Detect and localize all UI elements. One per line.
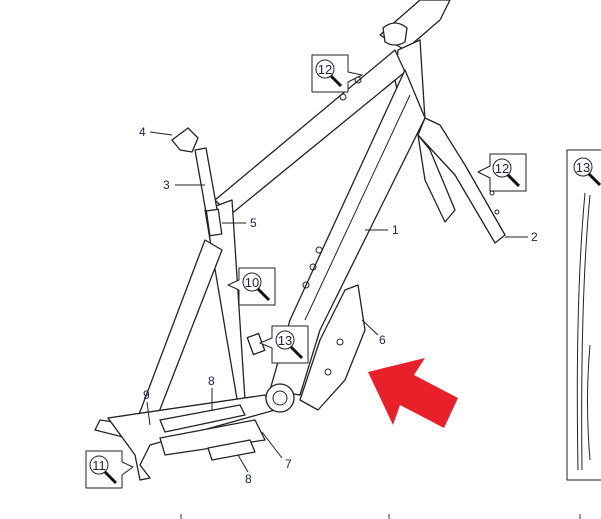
table-header-dividers [180,514,581,519]
svg-text:10: 10 [245,275,259,290]
svg-text:11: 11 [92,458,106,473]
svg-text:12: 12 [495,161,509,176]
part-label-5: 5 [250,216,257,230]
bottom-bracket [265,383,295,413]
part-label-8-upper: 8 [208,374,215,388]
part-label-4: 4 [139,125,146,139]
leader-lines [146,131,528,473]
motor-cover [299,284,366,411]
seatpost [194,147,219,219]
part-label-2: 2 [531,230,538,244]
callout-12-top: 12 [311,54,363,93]
part-label-6: 6 [379,333,386,347]
svg-text:12: 12 [318,62,332,77]
callout-11: 11 [85,450,134,489]
part-label-3: 3 [163,178,170,192]
part-label-9: 9 [143,388,150,402]
saddle-clamp [171,127,199,153]
detail-panel-13: 13 [566,149,601,481]
callout-12-fork: 12 [477,153,527,192]
callout-10: 10 [227,267,276,306]
svg-text:13: 13 [278,333,292,348]
fork [417,117,506,244]
callout-13: 13 [259,325,309,364]
part-label-8-lower: 8 [245,472,252,486]
svg-text:13: 13 [576,160,590,175]
part-label-1: 1 [392,223,399,237]
red-arrow-icon [368,358,458,428]
part-label-7: 7 [285,457,292,471]
